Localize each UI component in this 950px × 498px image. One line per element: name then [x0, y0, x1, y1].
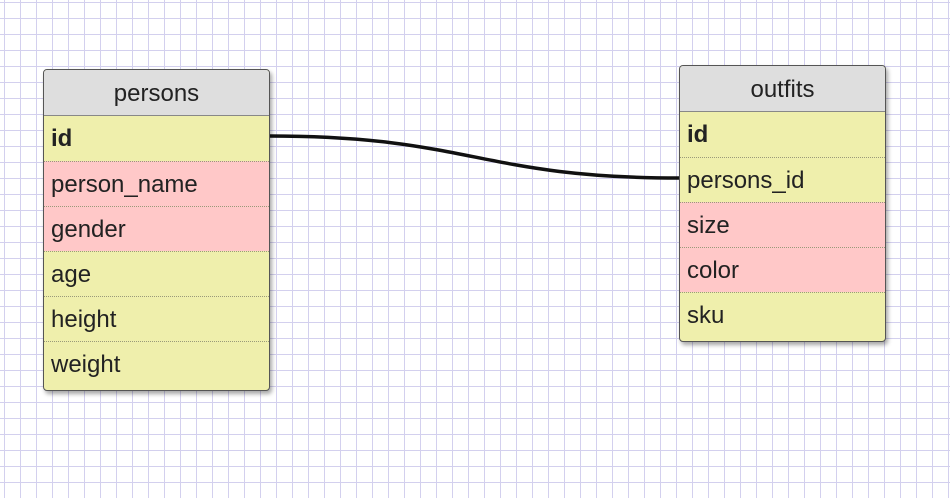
field-weight[interactable]: weight	[44, 341, 269, 386]
field-list: id person_name gender age height weight	[44, 116, 269, 386]
field-list: id persons_id size color sku	[680, 112, 885, 337]
field-id[interactable]: id	[680, 112, 885, 157]
table-outfits[interactable]: outfits id persons_id size color sku	[679, 65, 886, 342]
field-gender[interactable]: gender	[44, 206, 269, 251]
table-persons[interactable]: persons id person_name gender age height…	[43, 69, 270, 391]
relation-line-persons-id-to-outfits-persons-id	[267, 134, 681, 180]
field-age[interactable]: age	[44, 251, 269, 296]
field-height[interactable]: height	[44, 296, 269, 341]
field-person-name[interactable]: person_name	[44, 161, 269, 206]
field-id[interactable]: id	[44, 116, 269, 161]
field-size[interactable]: size	[680, 202, 885, 247]
field-persons-id[interactable]: persons_id	[680, 157, 885, 202]
table-title[interactable]: outfits	[680, 66, 885, 112]
table-title[interactable]: persons	[44, 70, 269, 116]
field-color[interactable]: color	[680, 247, 885, 292]
field-sku[interactable]: sku	[680, 292, 885, 337]
